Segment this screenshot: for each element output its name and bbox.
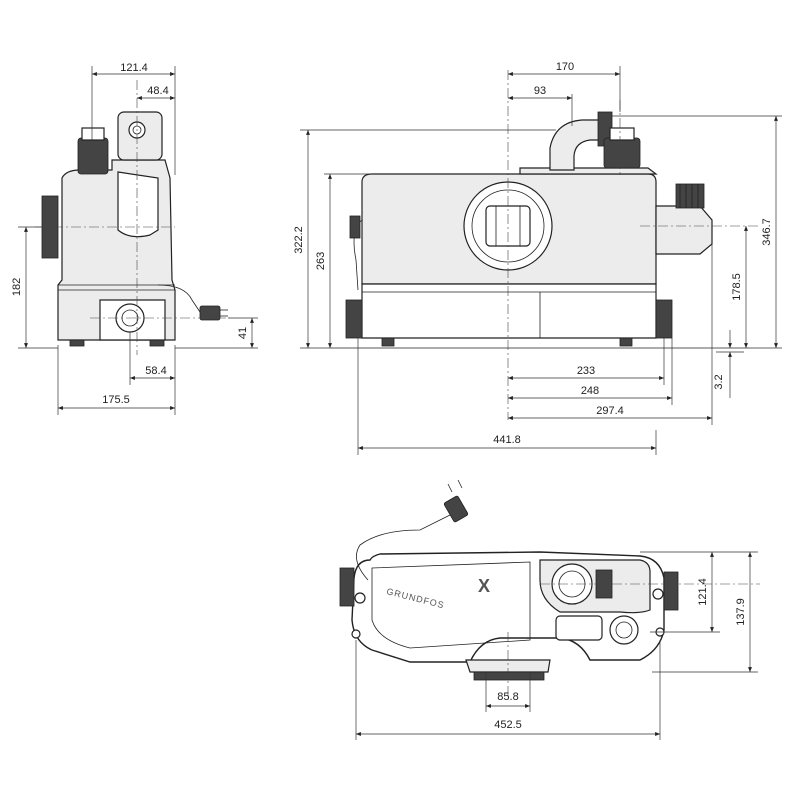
dim-front-297: 297.4 <box>596 405 624 417</box>
front-right-outlet <box>655 205 713 255</box>
dim-side-outlet-offset: 48.4 <box>147 85 168 97</box>
dim-front-side-inlet-height: 178.5 <box>731 273 743 301</box>
side-top-fitting-left <box>77 137 109 175</box>
dim-side-bottom-inlet-height: 41 <box>237 327 249 339</box>
top-view-dimensions: 121.4 137.9 85.8 452.5 <box>355 551 758 740</box>
dim-top-depth-137: 137.9 <box>735 598 747 626</box>
dim-front-height-322: 322.2 <box>293 226 305 254</box>
top-brand-mark: X <box>478 576 491 596</box>
top-view: GRUNDFOS X <box>339 479 760 700</box>
dim-front-total-length: 441.8 <box>493 434 521 446</box>
side-plug <box>199 305 221 321</box>
front-view-dimensions: 170 93 322.2 263 346.7 178.5 3.2 233 248… <box>293 61 782 455</box>
top-right-inlet <box>663 571 679 611</box>
top-plug <box>443 495 469 523</box>
front-top-elbow <box>549 119 601 171</box>
top-body-outline <box>351 551 665 663</box>
dim-top-depth-121: 121.4 <box>697 578 709 606</box>
dim-front-height-263: 263 <box>315 252 327 270</box>
top-bottom-inlet <box>465 659 551 673</box>
top-lower-inlet <box>609 615 639 645</box>
dim-front-floor-offset: 3.2 <box>713 374 725 389</box>
side-view-dimensions: 121.4 48.4 182 41 58.4 175.5 <box>11 62 258 415</box>
front-top-fitting <box>603 137 641 169</box>
dim-front-outlet-distance: 170 <box>556 61 574 73</box>
top-brand-text: GRUNDFOS <box>386 586 446 610</box>
dim-side-inlet-height: 182 <box>11 278 23 296</box>
front-view <box>330 70 760 420</box>
top-left-inlet <box>339 567 355 607</box>
dim-front-233: 233 <box>577 365 595 377</box>
dim-side-width-top: 121.4 <box>120 62 148 74</box>
dim-top-total-width: 452.5 <box>494 719 522 731</box>
side-view <box>35 80 230 355</box>
dim-side-bottom-inlet-offset: 58.4 <box>145 365 166 377</box>
front-right-inlet <box>655 299 673 339</box>
dim-top-bottom-width: 85.8 <box>497 691 518 703</box>
dim-front-total-height: 346.7 <box>761 218 773 246</box>
dim-front-outlet-center: 93 <box>534 85 546 97</box>
dim-front-248: 248 <box>581 385 599 397</box>
dim-side-total-depth: 175.5 <box>102 394 130 406</box>
front-left-inlet <box>345 299 363 339</box>
